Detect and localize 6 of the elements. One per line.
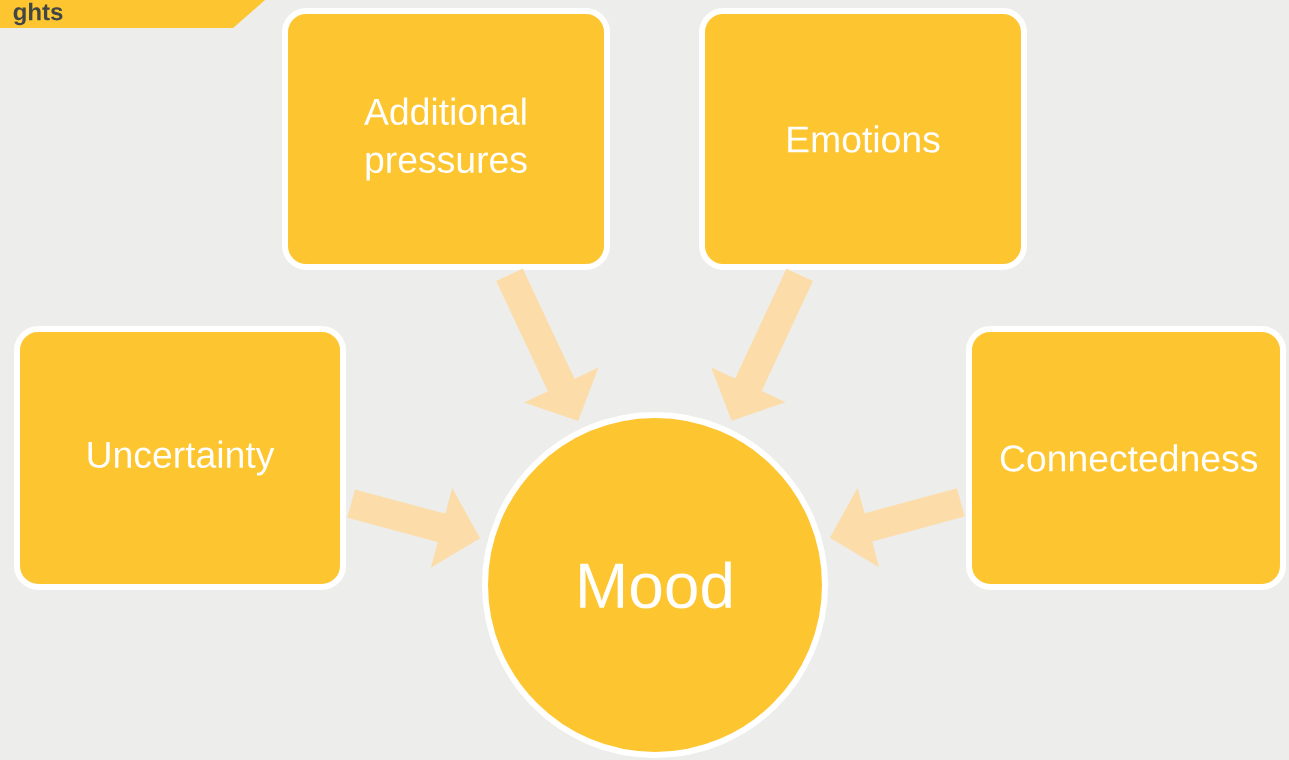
rounded-box: Emotions (699, 8, 1027, 270)
rounded-box: Additional pressures (282, 8, 610, 270)
rounded-box: Uncertainty (14, 326, 346, 590)
circle-node: Mood (482, 412, 828, 758)
title-banner: ghts (0, 0, 265, 28)
rounded-box: Connectedness (966, 326, 1286, 590)
